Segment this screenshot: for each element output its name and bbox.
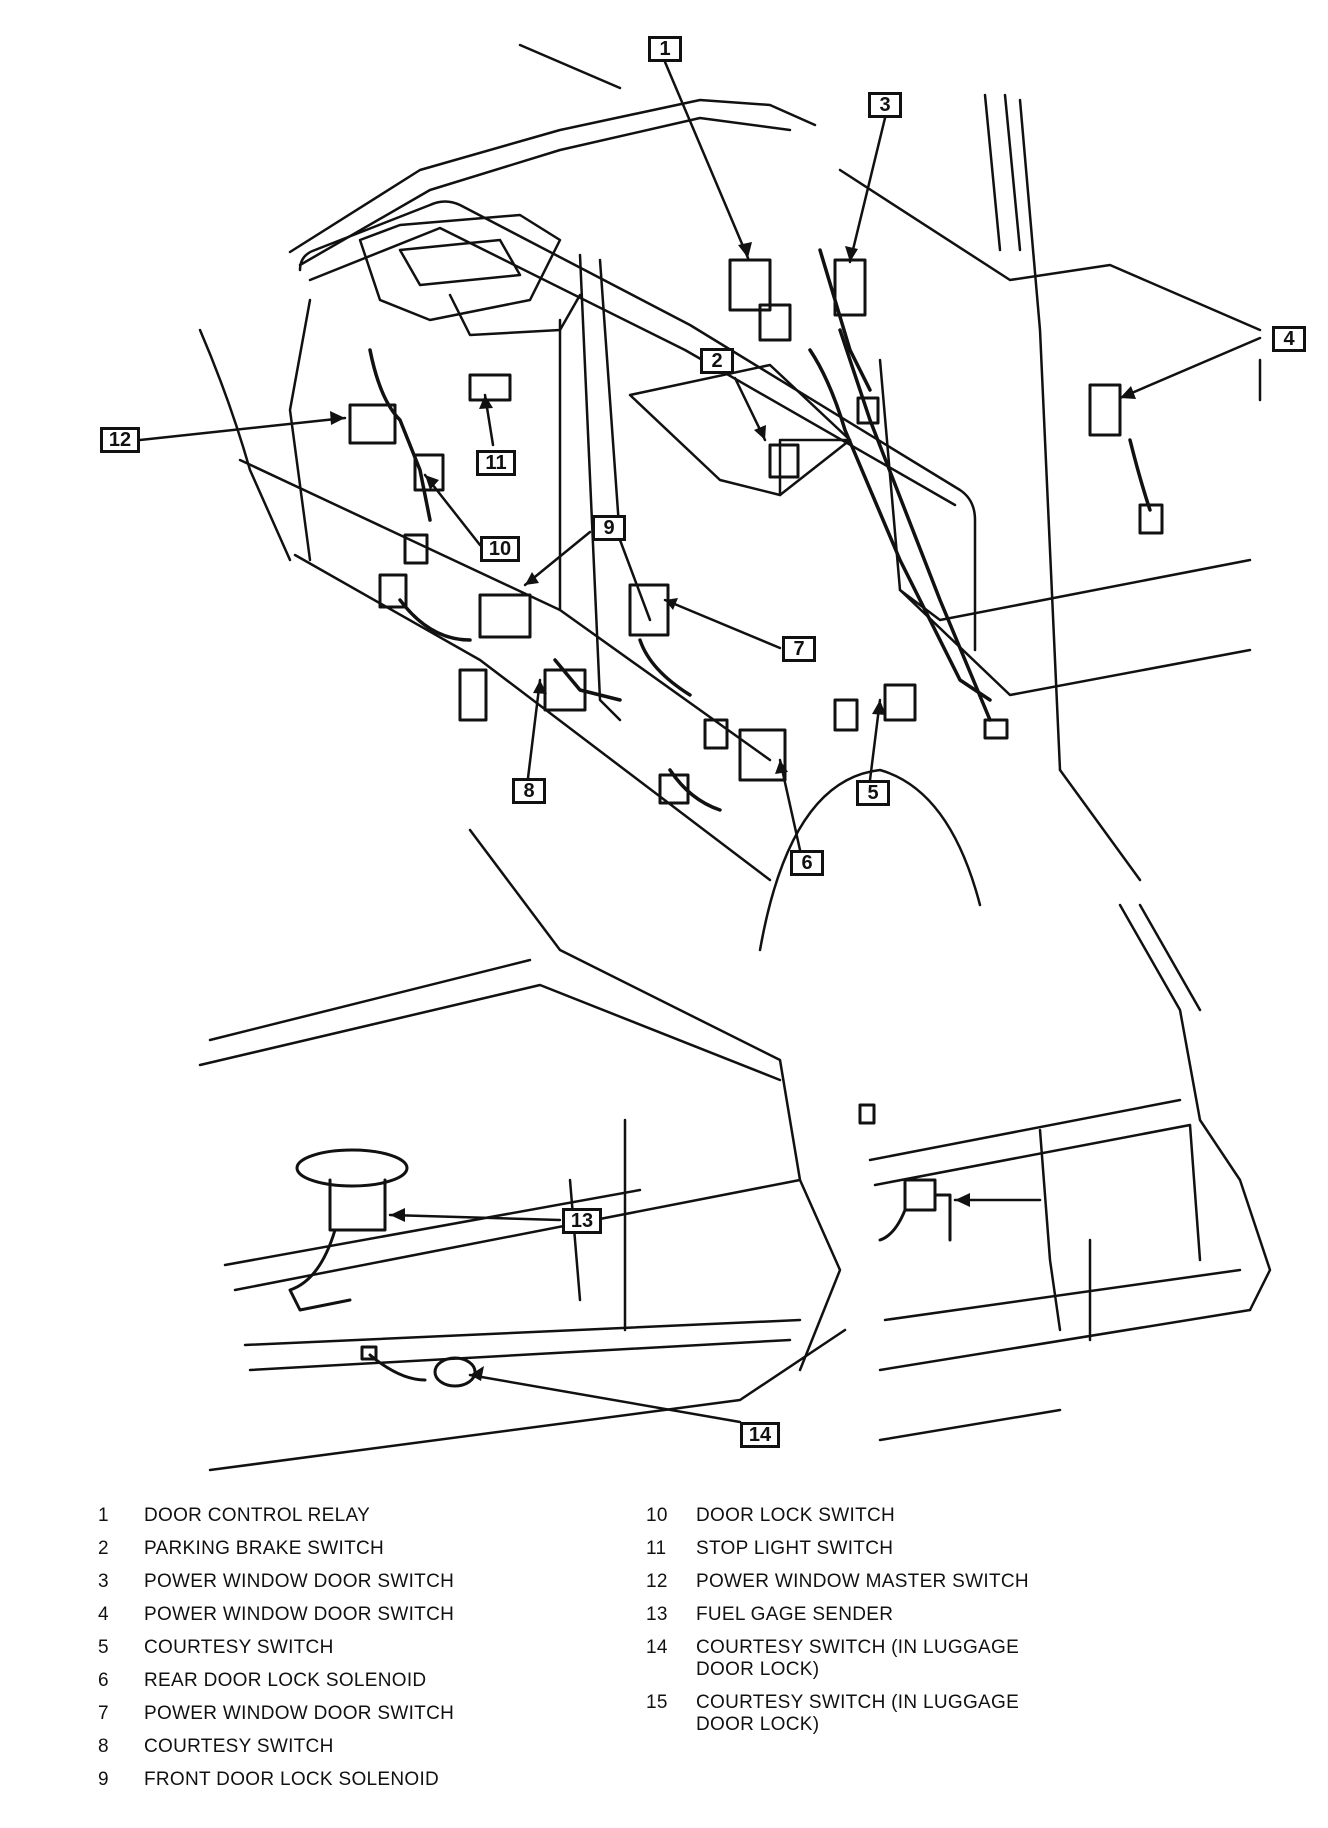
legend-number: 3 (98, 1571, 109, 1592)
callout-2: 2 (700, 348, 734, 374)
callout-5: 5 (856, 780, 890, 806)
legend-number: 14 (646, 1637, 668, 1658)
legend-text: COURTESY SWITCH (IN LUGGAGE DOOR LOCK) (696, 1637, 1020, 1680)
component-legend: 1 DOOR CONTROL RELAY 2 PARKING BRAKE SWITC… (0, 1505, 1328, 1825)
callout-9: 9 (592, 515, 626, 541)
legend-text: STOP LIGHT SWITCH (696, 1538, 894, 1559)
callout-6: 6 (790, 850, 824, 876)
legend-item: 11 STOP LIGHT SWITCH (646, 1538, 1029, 1560)
legend-item: 10 DOOR LOCK SWITCH (646, 1505, 1029, 1527)
callout-14: 14 (740, 1422, 780, 1448)
legend-item: 8 COURTESY SWITCH (98, 1736, 454, 1769)
legend-text: FRONT DOOR LOCK SOLENOID (144, 1769, 440, 1790)
legend-text: COURTESY SWITCH (144, 1736, 334, 1757)
legend-number: 10 (646, 1505, 668, 1526)
legend-item: 7 POWER WINDOW DOOR SWITCH (98, 1703, 454, 1736)
legend-number: 15 (646, 1692, 668, 1713)
legend-item: 13 FUEL GAGE SENDER (646, 1604, 1029, 1626)
legend-item: 2 PARKING BRAKE SWITCH (98, 1538, 454, 1571)
callout-8: 8 (512, 778, 546, 804)
legend-text: DOOR CONTROL RELAY (144, 1505, 371, 1526)
legend-left-column: 1 DOOR CONTROL RELAY 2 PARKING BRAKE SWITC… (98, 1505, 454, 1802)
legend-number: 12 (646, 1571, 668, 1592)
legend-text: COURTESY SWITCH (144, 1637, 334, 1658)
lower-left-body-outline (198, 828, 847, 1472)
callout-1: 1 (648, 36, 682, 62)
callout-12: 12 (100, 427, 140, 453)
lower-right-body-outline (868, 903, 1272, 1442)
legend-item: 14 COURTESY SWITCH (IN LUGGAGE DOOR LOCK) (646, 1637, 1029, 1681)
legend-number: 11 (646, 1538, 667, 1559)
legend-number: 6 (98, 1670, 109, 1691)
wiring-harness (368, 248, 1152, 812)
legend-item: 5 COURTESY SWITCH (98, 1637, 454, 1670)
legend-number: 13 (646, 1604, 668, 1625)
legend-number: 5 (98, 1637, 109, 1658)
callout-3: 3 (868, 92, 902, 118)
legend-item: 1 DOOR CONTROL RELAY (98, 1505, 454, 1538)
callout-10: 10 (480, 536, 520, 562)
upper-body-outline (198, 43, 1262, 952)
legend-number: 1 (98, 1505, 109, 1526)
callout-11: 11 (476, 450, 516, 476)
legend-right-column: 10 DOOR LOCK SWITCH 11 STOP LIGHT SWITCH 1… (646, 1505, 1029, 1747)
legend-text: FUEL GAGE SENDER (696, 1604, 894, 1625)
legend-item: 4 POWER WINDOW DOOR SWITCH (98, 1604, 454, 1637)
legend-number: 2 (98, 1538, 109, 1559)
wiring-component-diagram (138, 43, 1272, 1472)
legend-item: 15 COURTESY SWITCH (IN LUGGAGE DOOR LOCK) (646, 1692, 1029, 1736)
callout-4: 4 (1272, 326, 1306, 352)
legend-number: 4 (98, 1604, 109, 1625)
luggage-courtesy-switch-part (360, 1345, 477, 1388)
legend-item: 3 POWER WINDOW DOOR SWITCH (98, 1571, 454, 1604)
leader-lines (138, 60, 1262, 1424)
legend-number: 7 (98, 1703, 109, 1724)
legend-text: COURTESY SWITCH (IN LUGGAGE DOOR LOCK) (696, 1692, 1020, 1735)
legend-text: POWER WINDOW DOOR SWITCH (144, 1703, 455, 1724)
legend-item: 9 FRONT DOOR LOCK SOLENOID (98, 1769, 454, 1802)
legend-text: DOOR LOCK SWITCH (696, 1505, 896, 1526)
legend-text: POWER WINDOW DOOR SWITCH (144, 1571, 455, 1592)
legend-text: POWER WINDOW MASTER SWITCH (696, 1571, 1029, 1592)
legend-text: REAR DOOR LOCK SOLENOID (144, 1670, 427, 1691)
legend-number: 8 (98, 1736, 109, 1757)
legend-text: POWER WINDOW DOOR SWITCH (144, 1604, 455, 1625)
arrow-heads (330, 242, 1136, 1381)
legend-text: PARKING BRAKE SWITCH (144, 1538, 385, 1559)
fuel-gage-sender-part (288, 1148, 409, 1312)
legend-item: 12 POWER WINDOW MASTER SWITCH (646, 1571, 1029, 1593)
legend-number: 9 (98, 1769, 109, 1790)
rear-hatch-switch-part (858, 1103, 952, 1242)
callout-7: 7 (782, 636, 816, 662)
callout-13: 13 (562, 1208, 602, 1234)
legend-item: 6 REAR DOOR LOCK SOLENOID (98, 1670, 454, 1703)
